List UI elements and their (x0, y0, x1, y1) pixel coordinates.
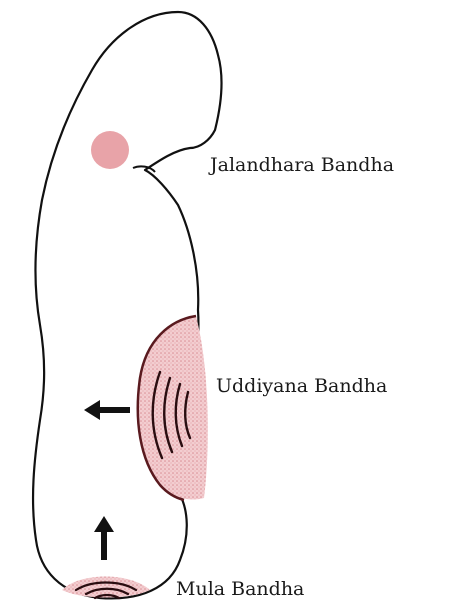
jalandhara-bandha-label: Jalandhara Bandha (210, 156, 394, 175)
body-outline (33, 12, 221, 598)
chin-line (133, 166, 155, 172)
uddiyana-bandha-label: Uddiyana Bandha (216, 377, 387, 396)
uddiyana-region (138, 316, 208, 499)
mula-bandha-label: Mula Bandha (176, 580, 304, 599)
jalandhara-marker (91, 131, 129, 169)
arrow-left-icon (84, 400, 130, 420)
arrow-up-icon (94, 516, 114, 560)
